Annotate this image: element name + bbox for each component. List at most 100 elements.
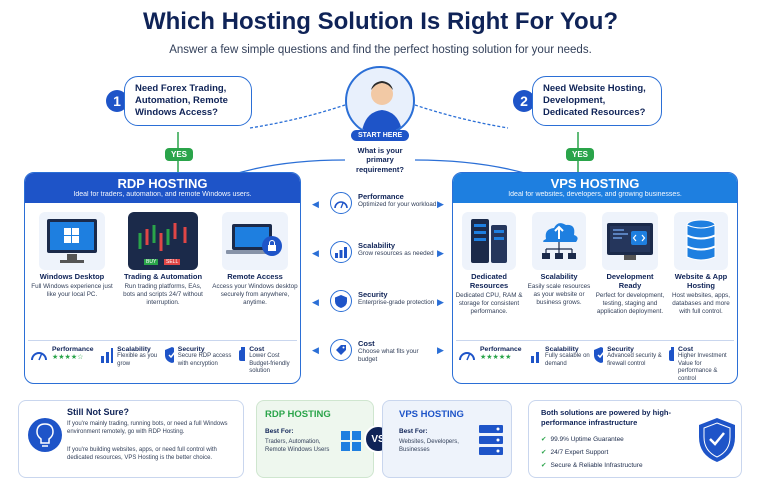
criteria-title: Cost [358,339,375,348]
code-monitor-icon [602,212,658,270]
vps-panel-header: VPS HOSTING Ideal for websites, develope… [453,173,737,203]
vps-best-label: Best For: [399,428,428,435]
vps-card-scalability: Scalability Easily scale resources as yo… [525,212,593,308]
laptop-lock-icon [222,212,288,270]
card-desc: Easily scale resources as your website o… [527,283,591,307]
step-number-2: 2 [513,90,535,112]
gauge-icon [330,192,352,214]
vps-card-website-hosting: Website & App Hosting Host websites, app… [667,212,735,317]
shield-icon [330,290,352,312]
card-desc: Full Windows experience just like your l… [31,283,113,299]
criteria-desc: Enterprise-grade protection [358,299,435,306]
gauge-icon [31,352,47,361]
feature-title: Security [177,346,205,353]
feature-title: Performance [52,346,94,353]
feature-desc: Higher Investment Value for performance … [678,353,727,382]
buy-label: BUY [144,259,159,265]
feature-title: Performance [480,346,522,353]
card-title: Development Ready [606,272,654,290]
infra-item: ✔99.9% Uptime Guarantee [541,435,624,444]
monitor-icon [39,212,105,270]
feature-desc: Secure RDP access with encryption [177,353,232,367]
vps-best-for-box: VPS HOSTING Best For: Websites, Develope… [382,400,512,478]
server-icon [479,425,503,455]
unsure-title: Still Not Sure? [67,407,130,417]
rdp-best-title: RDP HOSTING [265,409,331,420]
feature-desc: Flexible as you grow [117,353,158,367]
vps-card-dedicated-resources: Dedicated Resources Dedicated CPU, RAM &… [455,212,523,317]
card-desc: Dedicated CPU, RAM & storage for consist… [455,292,523,316]
feature-title: Scalability [117,346,151,353]
vps-subtitle: Ideal for websites, developers, and grow… [508,191,682,198]
criteria-desc: Grow resources as needed [358,250,434,257]
person-avatar [345,66,415,136]
unsure-vps-text: If you're building websites, apps, or ne… [67,447,217,461]
card-title: Website & App Hosting [674,272,728,290]
feature-title: Security [607,346,634,353]
feature-desc: Lower Cost Budget-friendly solution [249,353,290,374]
rdp-feature-performance: Performance★★★★☆ [30,346,100,364]
rdp-panel: RDP HOSTING Ideal for traders, automatio… [24,172,301,384]
rdp-best-for-box: RDP HOSTING Best For: Traders, Automatio… [256,400,374,478]
shield-icon [594,347,604,363]
bar-chart-icon [330,241,352,263]
arrow-right-icon: ▶ [437,297,444,307]
criteria-title: Performance [358,192,404,201]
rdp-card-windows-desktop: Windows Desktop Full Windows experience … [30,212,114,299]
arrow-left-icon: ◀ [312,248,319,258]
vps-title: VPS HOSTING [550,176,640,191]
card-title: Remote Access [227,272,283,281]
card-desc: Perfect for development, testing, stagin… [595,292,665,316]
yes-badge-1: YES [165,148,194,161]
infra-item: ✔Secure & Reliable Infrastructure [541,461,643,470]
vps-feature-performance: Performance★★★★★ [458,346,530,364]
rdp-best-label: Best For: [265,428,294,435]
rdp-subtitle: Ideal for traders, automation, and remot… [73,191,252,198]
wallet-icon [239,347,246,361]
page-title: Which Hosting Solution Is Right For You? [142,8,619,35]
still-not-sure-box: Still Not Sure? If you're mainly trading… [18,400,244,478]
check-icon: ✔ [541,436,547,443]
infra-item-text: 24/7 Expert Support [550,448,609,456]
rdp-best-desc: Traders, Automation, Remote Windows User… [265,439,330,453]
sell-label: SELL [164,259,181,265]
trading-chart-icon [128,212,198,270]
vps-best-desc: Websites, Developers, Businesses [399,439,459,453]
infra-item-text: 99.9% Uptime Guarantee [550,435,624,443]
feature-title: Cost [249,346,265,353]
vps-best-title: VPS HOSTING [399,409,464,420]
criteria-title: Security [358,290,388,299]
rdp-panel-header: RDP HOSTING Ideal for traders, automatio… [25,173,300,203]
bar-chart-icon [531,348,542,363]
arrow-left-icon: ◀ [312,345,319,355]
person-icon [361,81,403,134]
unsure-rdp-text: If you're mainly trading, running bots, … [67,421,228,435]
lightbulb-icon [28,418,62,452]
feature-title: Cost [678,346,694,353]
arrow-right-icon: ▶ [437,345,444,355]
database-icon [674,212,728,270]
start-here-badge: START HERE [351,130,410,141]
card-title: Trading & Automation [123,272,203,281]
arrow-left-icon: ◀ [312,297,319,307]
arrow-right-icon: ▶ [437,248,444,258]
shield-check-icon [699,418,735,462]
card-title: Windows Desktop [39,272,105,281]
infra-item: ✔24/7 Expert Support [541,448,609,457]
rdp-card-remote-access: Remote Access Access your Windows deskto… [212,212,298,308]
criteria-desc: Choose what fits your budget [358,348,419,363]
page-subtitle: Answer a few simple questions and find t… [169,44,592,56]
windows-logo-icon [341,431,361,451]
question-2-box: Need Website Hosting, Development, Dedic… [532,76,662,126]
feature-desc: Advanced security & firewall control [607,353,662,367]
card-desc: Run trading platforms, EAs, bots and scr… [123,283,203,307]
card-desc: Host websites, apps, databases and more … [671,292,731,316]
infra-title: Both solutions are powered by high-perfo… [541,408,672,427]
criteria-title: Scalability [358,241,396,250]
